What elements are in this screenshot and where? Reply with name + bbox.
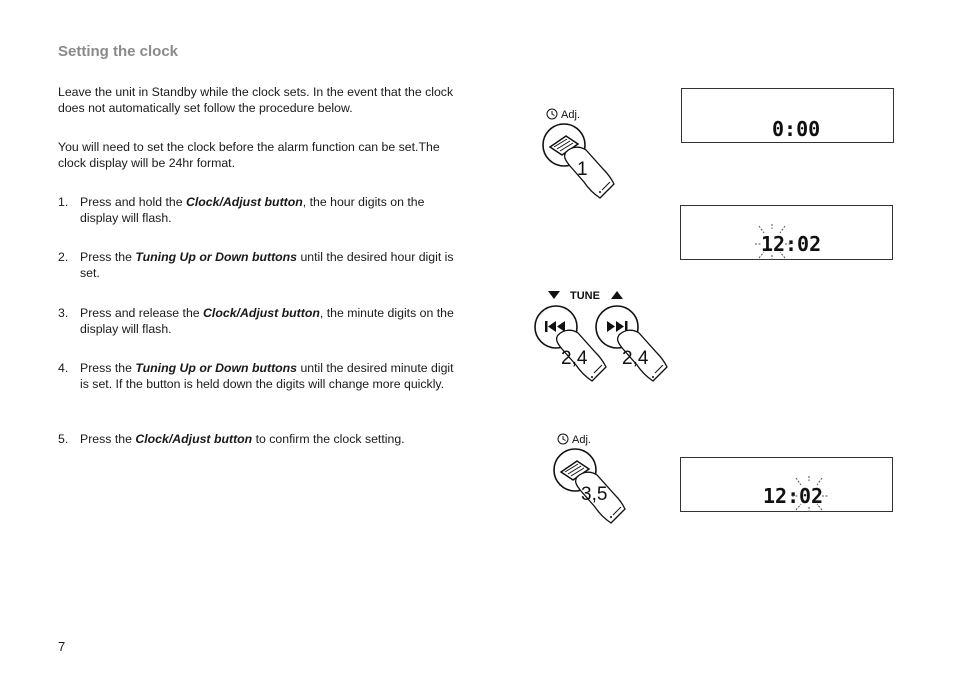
clock-icon	[557, 433, 569, 445]
hand-pointer-icon	[563, 146, 615, 199]
step-text-bold: Tuning Up or Down buttons	[135, 361, 298, 375]
step-number: 2.	[58, 250, 69, 264]
hour-digits-flashing: 12	[761, 232, 786, 256]
step-callout: 2,4	[561, 348, 588, 369]
step-number: 1.	[58, 195, 69, 209]
adjust-symbol-icon	[559, 460, 591, 481]
lcd-display-1: 0:00	[681, 88, 894, 143]
step-text-pre: Press and hold the	[80, 195, 186, 209]
step-number: 4.	[58, 361, 69, 375]
minute-digits-flashing: 02	[799, 484, 824, 508]
step-text: Press the Clock/Adjust button to confirm…	[80, 432, 460, 448]
triangle-down-icon	[548, 291, 560, 299]
step-text: Press the Tuning Up or Down buttons unti…	[80, 361, 460, 392]
step-text-post: until the desired hour digit is set.	[80, 250, 454, 280]
minute-digits: :02	[785, 232, 822, 256]
step-text: Press the Tuning Up or Down buttons unti…	[80, 250, 460, 281]
step-number: 3.	[58, 306, 69, 320]
step-text-pre: Press the	[80, 250, 136, 264]
step-text-pre: Press and release the	[80, 306, 204, 320]
flash-rays-icon	[792, 476, 828, 512]
lcd-display-2: 12 :02	[680, 205, 893, 260]
tune-buttons-illustration: TUNE 2,4 2,4	[534, 290, 668, 382]
lcd-display-3: 12: 02	[680, 457, 893, 512]
step-callout: 1	[577, 159, 588, 180]
step-text-post: , the hour digits on the display will fl…	[80, 195, 425, 225]
step-text: Press and hold the Clock/Adjust button, …	[80, 195, 460, 226]
step-text-pre: Press the	[80, 432, 136, 446]
step-text-bold: Clock/Adjust button	[185, 195, 303, 209]
hand-pointer-icon	[616, 329, 668, 382]
step-text-post: to confirm the clock setting.	[252, 432, 405, 446]
clock-icon	[546, 108, 558, 120]
step-callout: 3,5	[581, 484, 607, 505]
hand-pointer-icon	[574, 471, 626, 524]
adjust-button-illustration-1: Adj. 1	[542, 108, 615, 199]
adjust-button-illustration-2: Adj. 3,5	[553, 433, 626, 524]
step-text: Press and release the Clock/Adjust butto…	[80, 306, 460, 337]
skip-back-icon	[545, 321, 565, 332]
adjust-symbol-icon	[548, 135, 580, 156]
step-text-post: until the desired minute digit is set. I…	[80, 361, 454, 391]
intro-paragraph-1: Leave the unit in Standby while the cloc…	[58, 85, 454, 115]
adjust-label: Adj.	[572, 434, 591, 446]
step-callout: 2,4	[622, 348, 649, 369]
tune-label: TUNE	[570, 290, 600, 302]
hand-pointer-icon	[555, 329, 607, 382]
intro-paragraph-2: You will need to set the clock before th…	[58, 140, 440, 170]
step-number: 5.	[58, 432, 69, 446]
step-text-pre: Press the	[80, 361, 136, 375]
flash-rays-icon	[755, 224, 791, 260]
skip-forward-icon	[607, 321, 628, 332]
page-title: Setting the clock	[58, 43, 179, 60]
step-text-bold: Tuning Up or Down buttons	[135, 250, 298, 264]
step-text-post: , the minute digits on the display will …	[80, 306, 454, 336]
page-number: 7	[58, 639, 66, 654]
step-text-bold: Clock/Adjust button	[203, 306, 320, 320]
triangle-up-icon	[611, 291, 623, 299]
step-text-bold: Clock/Adjust button	[135, 432, 253, 446]
clock-digits: 0:00	[772, 117, 821, 141]
adjust-label: Adj.	[561, 109, 580, 121]
